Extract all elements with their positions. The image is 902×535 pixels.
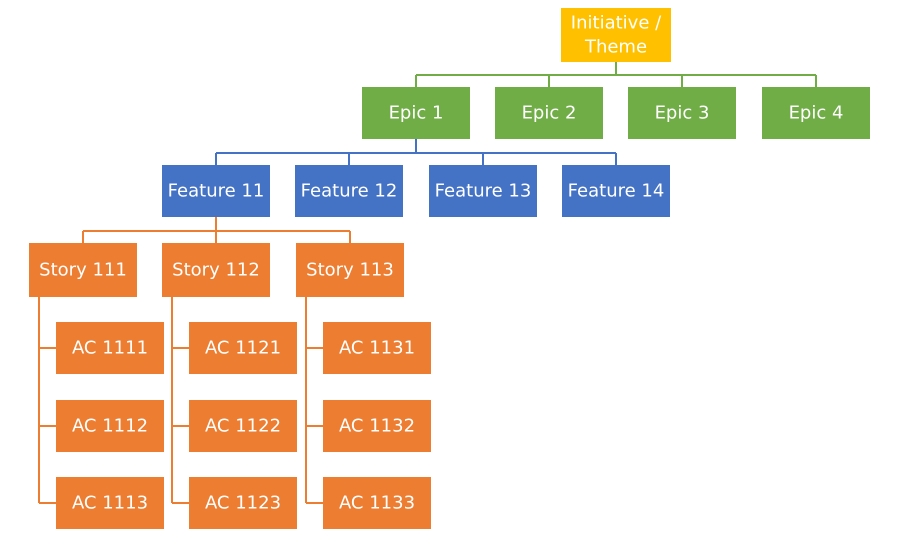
feature-node-2-box bbox=[295, 165, 403, 217]
feature-node-3[interactable]: Feature 13 bbox=[429, 165, 537, 217]
ac-node-2-2[interactable]: AC 1122 bbox=[189, 400, 297, 452]
feature-node-3-label: Feature 13 bbox=[435, 181, 532, 202]
ac-node-1-3-label: AC 1113 bbox=[72, 493, 148, 514]
ac-node-1-3-box bbox=[56, 477, 164, 529]
ac-node-3-2-label: AC 1132 bbox=[339, 416, 415, 437]
ac-node-3-1-box bbox=[323, 322, 431, 374]
epic-node-1-box bbox=[362, 87, 470, 139]
ac-node-2-1-box bbox=[189, 322, 297, 374]
epic-node-4[interactable]: Epic 4 bbox=[762, 87, 870, 139]
epic-node-2[interactable]: Epic 2 bbox=[495, 87, 603, 139]
feature-node-1[interactable]: Feature 11 bbox=[162, 165, 270, 217]
epic-node-2-label: Epic 2 bbox=[522, 103, 577, 124]
story-node-2[interactable]: Story 112 bbox=[162, 243, 270, 297]
feature-node-4-label: Feature 14 bbox=[568, 181, 665, 202]
ac-node-2-3-box bbox=[189, 477, 297, 529]
initiative-theme-node[interactable]: Initiative / Theme bbox=[561, 8, 671, 62]
ac-node-3-1[interactable]: AC 1131 bbox=[323, 322, 431, 374]
epic-node-3[interactable]: Epic 3 bbox=[628, 87, 736, 139]
ac-node-2-1-label: AC 1121 bbox=[205, 338, 281, 359]
ac-node-2-2-box bbox=[189, 400, 297, 452]
ac-node-3-3-label: AC 1133 bbox=[339, 493, 415, 514]
epic-node-1[interactable]: Epic 1 bbox=[362, 87, 470, 139]
ac-node-1-3[interactable]: AC 1113 bbox=[56, 477, 164, 529]
feature-node-2-label: Feature 12 bbox=[301, 181, 398, 202]
ac-node-2-1[interactable]: AC 1121 bbox=[189, 322, 297, 374]
story-node-3[interactable]: Story 113 bbox=[296, 243, 404, 297]
story-node-1-box bbox=[29, 243, 137, 297]
epic-node-1-label: Epic 1 bbox=[389, 103, 444, 124]
epic-node-4-label: Epic 4 bbox=[789, 103, 844, 124]
feature-node-4-box bbox=[562, 165, 670, 217]
ac-node-3-3[interactable]: AC 1133 bbox=[323, 477, 431, 529]
story-node-2-box bbox=[162, 243, 270, 297]
feature-node-2[interactable]: Feature 12 bbox=[295, 165, 403, 217]
epic-node-3-label: Epic 3 bbox=[655, 103, 710, 124]
initiative-theme-node-label: Theme bbox=[584, 37, 647, 58]
story-node-3-label: Story 113 bbox=[306, 260, 394, 281]
feature-node-3-box bbox=[429, 165, 537, 217]
ac-node-1-2[interactable]: AC 1112 bbox=[56, 400, 164, 452]
ac-node-3-2-box bbox=[323, 400, 431, 452]
ac-node-1-2-label: AC 1112 bbox=[72, 416, 148, 437]
ac-node-1-1-label: AC 1111 bbox=[72, 338, 148, 359]
ac-node-1-1[interactable]: AC 1111 bbox=[56, 322, 164, 374]
ac-node-1-2-box bbox=[56, 400, 164, 452]
ac-node-1-1-box bbox=[56, 322, 164, 374]
ac-node-2-3[interactable]: AC 1123 bbox=[189, 477, 297, 529]
epic-node-3-box bbox=[628, 87, 736, 139]
ac-node-2-3-label: AC 1123 bbox=[205, 493, 281, 514]
feature-node-1-box bbox=[162, 165, 270, 217]
epic-node-2-box bbox=[495, 87, 603, 139]
ac-node-2-2-label: AC 1122 bbox=[205, 416, 281, 437]
ac-node-3-1-label: AC 1131 bbox=[339, 338, 415, 359]
feature-node-4[interactable]: Feature 14 bbox=[562, 165, 670, 217]
feature-node-1-label: Feature 11 bbox=[168, 181, 265, 202]
story-node-3-box bbox=[296, 243, 404, 297]
ac-node-3-2[interactable]: AC 1132 bbox=[323, 400, 431, 452]
initiative-theme-node-box bbox=[561, 8, 671, 62]
story-node-1-label: Story 111 bbox=[39, 260, 127, 281]
initiative-theme-node-label: Initiative / bbox=[571, 13, 662, 34]
epic-node-4-box bbox=[762, 87, 870, 139]
ac-node-3-3-box bbox=[323, 477, 431, 529]
story-node-2-label: Story 112 bbox=[172, 260, 260, 281]
story-node-1[interactable]: Story 111 bbox=[29, 243, 137, 297]
connectors bbox=[38, 62, 817, 504]
